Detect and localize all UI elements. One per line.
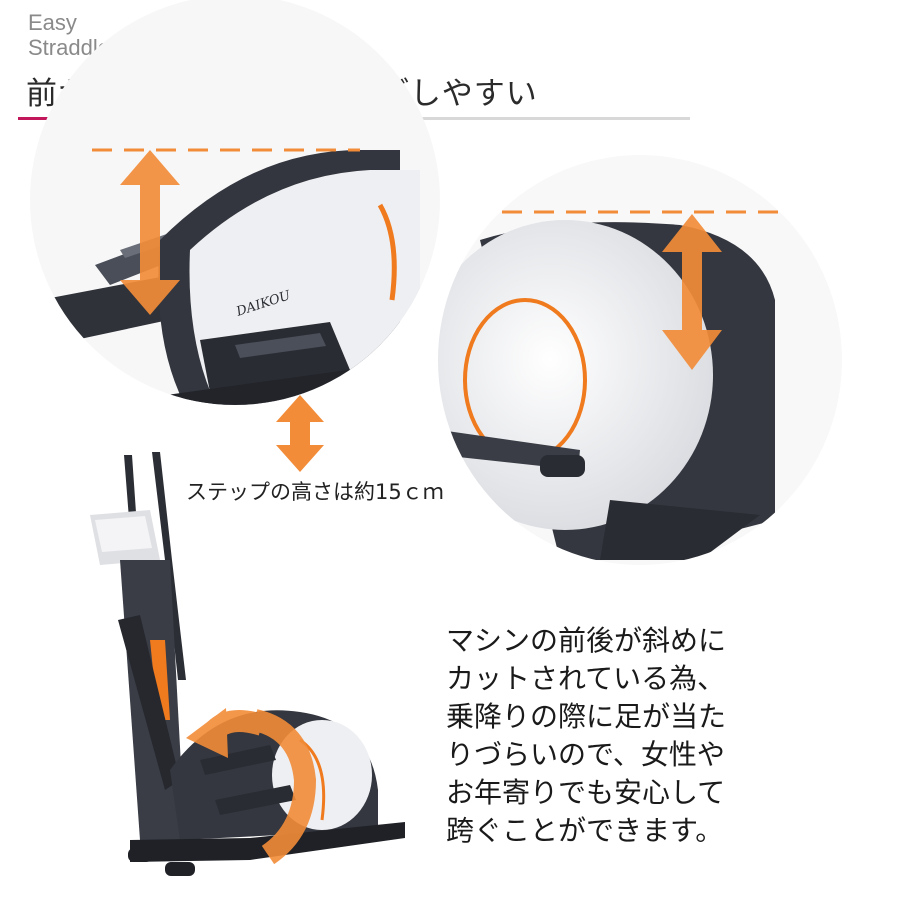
vertical-double-arrow-icon bbox=[662, 214, 722, 370]
description-line: マシンの前後が斜めに bbox=[446, 624, 727, 657]
description-line: 跨ぐことができます。 bbox=[446, 814, 724, 847]
feature-description: マシンの前後が斜めに カットされている為、 乗降りの際に足が当た りづらいので、… bbox=[446, 622, 866, 850]
description-line: カットされている為、 bbox=[446, 662, 726, 695]
right-closeup-image bbox=[438, 155, 842, 565]
english-title-line1: Easy bbox=[28, 10, 77, 35]
description-line: 乗降りの際に足が当た bbox=[446, 700, 727, 733]
description-line: お年寄りでも安心して bbox=[446, 776, 726, 809]
full-machine-image bbox=[90, 452, 405, 876]
curved-arrow-icon bbox=[186, 708, 317, 865]
english-title: Easy Straddle bbox=[28, 10, 110, 60]
left-closeup-image: DAIKOU bbox=[30, 0, 440, 405]
description-line: りづらいので、女性や bbox=[446, 738, 725, 771]
vertical-double-arrow-icon bbox=[120, 150, 180, 315]
vertical-double-arrow-icon bbox=[276, 395, 324, 472]
step-height-caption: ステップの高さは約15ｃｍ bbox=[186, 480, 444, 504]
